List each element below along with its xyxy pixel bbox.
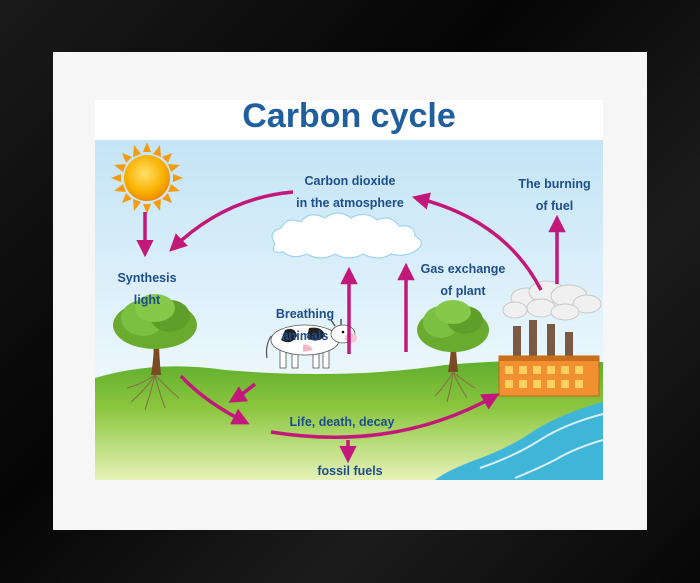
water: [435, 402, 603, 480]
label-co2: Carbon dioxide in the atmosphere: [296, 174, 404, 210]
label-breathing: Breathing animals: [275, 307, 335, 343]
label-life-death-decay: Life, death, decay: [289, 415, 395, 429]
left-tree-icon: [113, 294, 197, 411]
ground: [95, 360, 603, 480]
label-burning-fuel: The burning of fuel: [518, 177, 591, 213]
right-tree-icon: [417, 300, 489, 403]
water-wave: [479, 413, 603, 469]
label-fossil-fuels: fossil fuels: [317, 464, 383, 478]
arrow-tree-to-cow: [228, 382, 257, 403]
page-title: Carbon cycle: [95, 100, 603, 140]
carbon-cycle-illustration: [95, 140, 603, 480]
arrow-atmosphere-to-synthesis: [169, 190, 294, 252]
water-wave: [514, 439, 603, 479]
arrow-tree-to-ground: [179, 374, 250, 425]
arrow-factory-to-atmosphere: [411, 192, 543, 291]
poster: Carbon cycle: [95, 100, 603, 480]
label-synthesis: Synthesis light: [117, 271, 177, 307]
label-gas-exchange: Gas exchange of plant: [420, 262, 506, 298]
sun-icon: [111, 142, 183, 214]
factory-icon: [498, 280, 602, 397]
cloud-icon: [271, 212, 423, 259]
arrow-ground-to-factory: [270, 393, 500, 439]
